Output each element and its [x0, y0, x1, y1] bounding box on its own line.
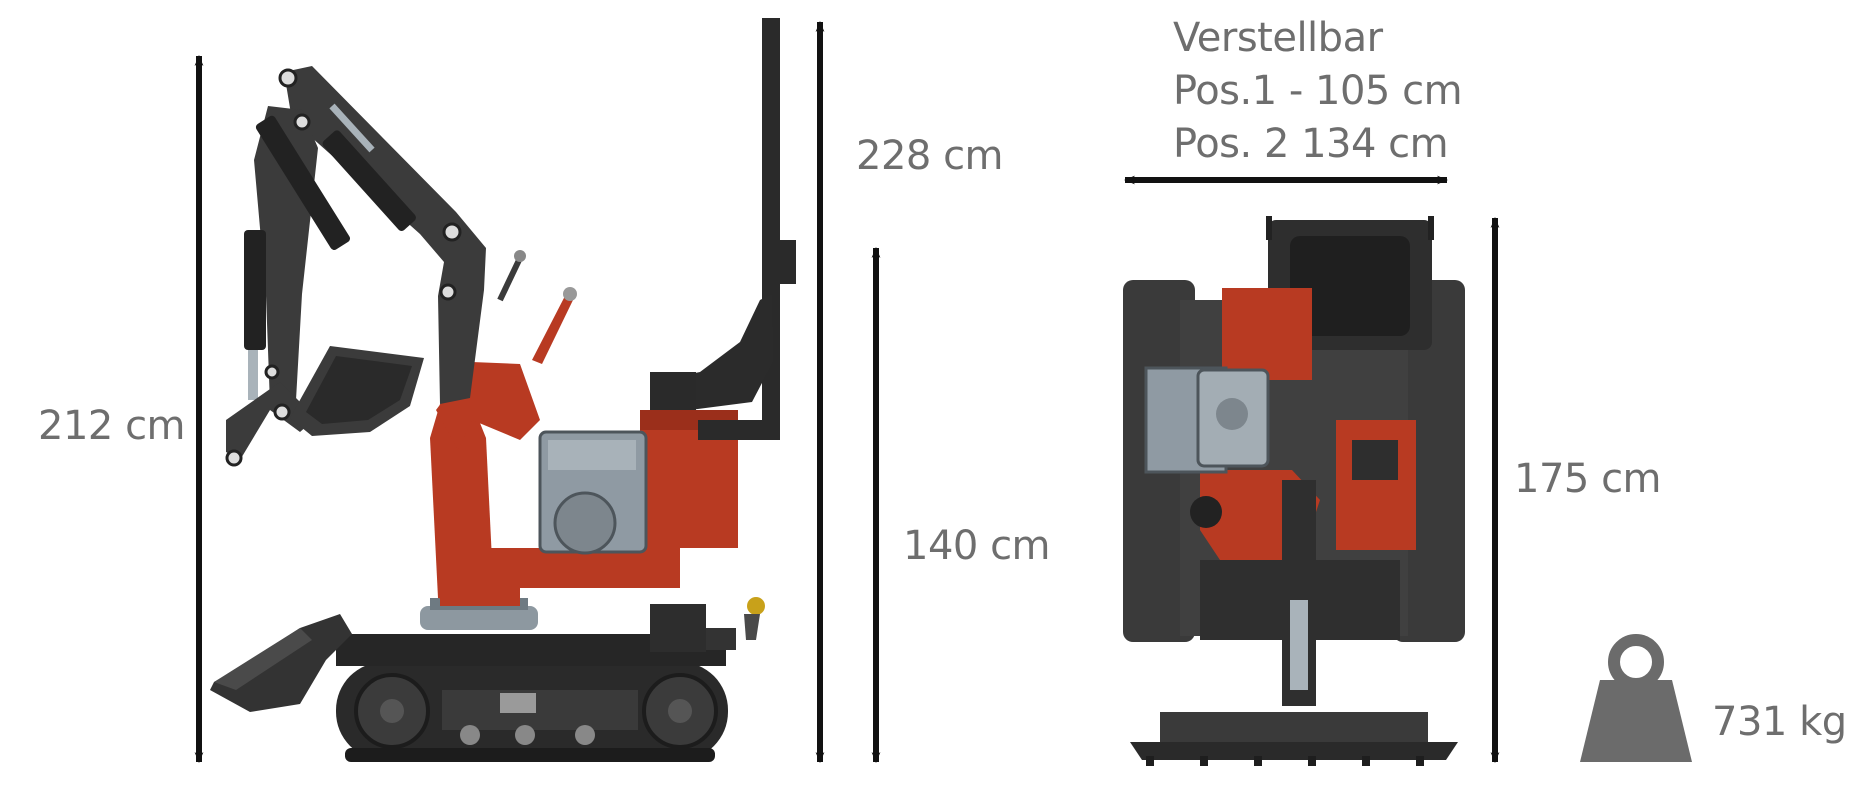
weight-icon — [1580, 634, 1692, 762]
height-label-140: 140 cm — [903, 523, 1051, 569]
adjustable-title: Verstellbar — [1173, 15, 1383, 61]
adjustable-pos1: Pos.1 - 105 cm — [1173, 68, 1463, 114]
side-view-machine — [210, 18, 796, 762]
adjustable-width-label: Verstellbar Pos.1 - 105 cm Pos. 2 134 cm — [1173, 12, 1463, 171]
dimension-arrows — [194, 20, 1500, 764]
height-label-175: 175 cm — [1514, 456, 1662, 502]
front-view-machine — [1123, 216, 1465, 766]
height-label-212: 212 cm — [38, 403, 186, 449]
adjustable-pos2: Pos. 2 134 cm — [1173, 121, 1449, 167]
height-label-228: 228 cm — [856, 133, 1004, 179]
weight-label: 731 kg — [1712, 699, 1847, 745]
